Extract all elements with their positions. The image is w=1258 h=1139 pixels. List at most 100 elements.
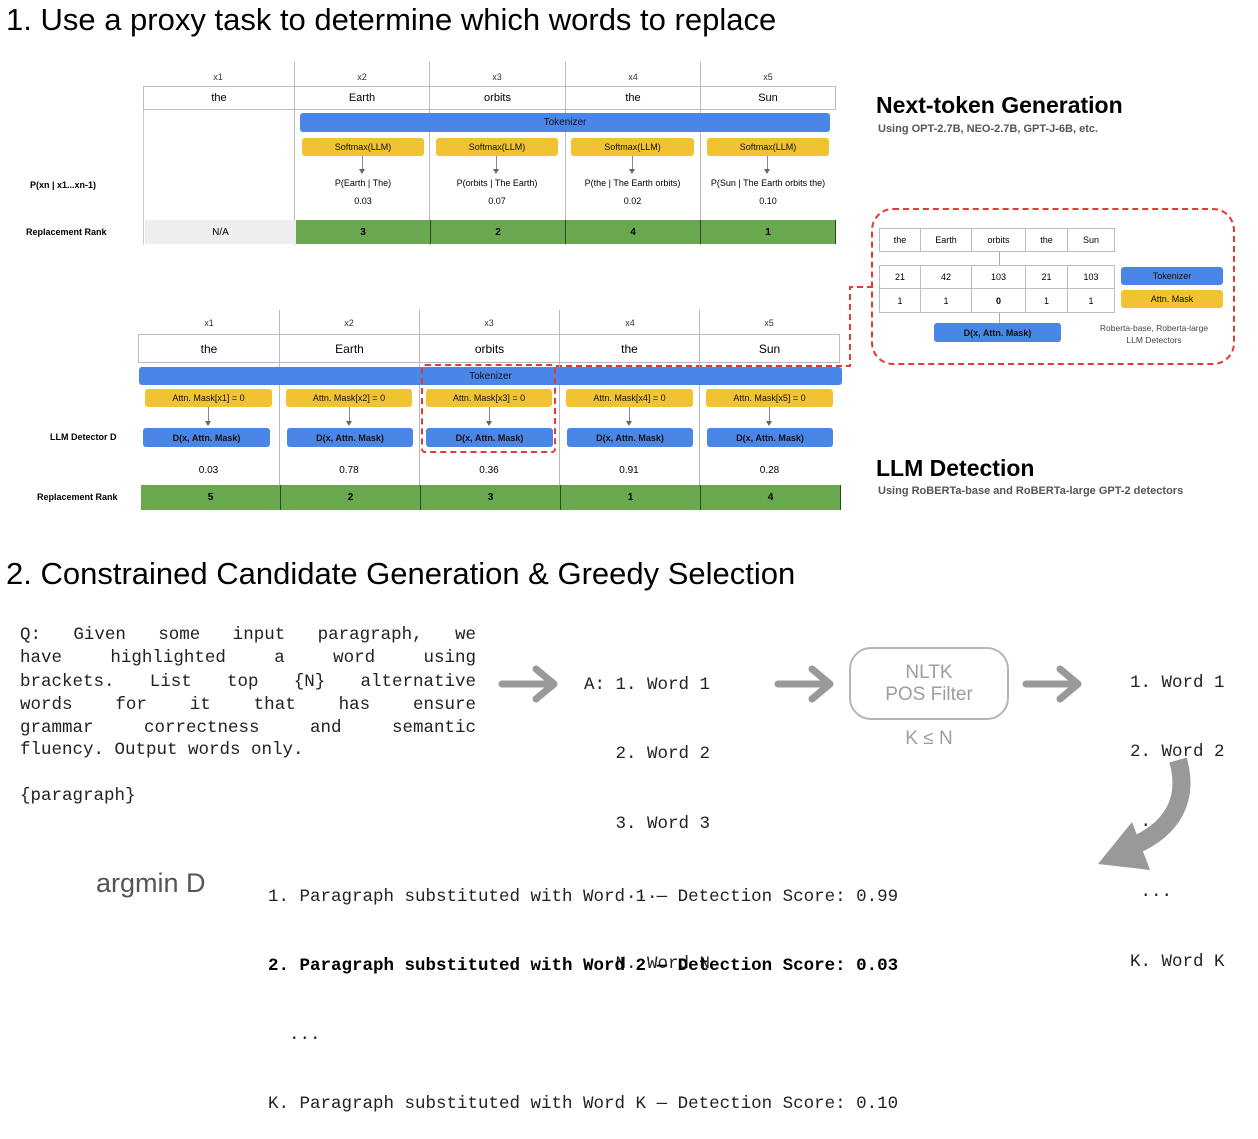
prob-expression: P(the | The Earth orbits) — [584, 178, 681, 188]
inset-connector — [555, 286, 873, 375]
word-cell: orbits — [429, 86, 566, 110]
inset-id-cell: 103 — [971, 265, 1026, 289]
rank-row-label: Replacement Rank — [37, 492, 118, 502]
prompt-line: words for it that has ensure — [20, 694, 476, 715]
rank-cell: 3 — [421, 485, 561, 510]
inset-word-cell: Sun — [1067, 228, 1115, 252]
attn-mask-box: Attn. Mask[x4] = 0 — [566, 389, 693, 407]
inset-word-cell: the — [1025, 228, 1068, 252]
rank-cell: 2 — [431, 220, 566, 244]
x-label: x5 — [764, 318, 774, 328]
attn-mask-box: Attn. Mask[x2] = 0 — [286, 389, 412, 407]
rank-cell: 2 — [281, 485, 421, 510]
right-arrow-icon — [774, 665, 834, 703]
attn-mask-box: Attn. Mask[x1] = 0 — [145, 389, 272, 407]
x-label: x2 — [344, 318, 354, 328]
column-divider — [429, 62, 430, 245]
inset-note-line2: LLM Detectors — [1126, 335, 1182, 345]
softmax-box: Softmax(LLM) — [707, 138, 829, 156]
x-label: x1 — [204, 318, 214, 328]
inset-id-cell: 21 — [879, 265, 921, 289]
filtered-line: 1. Word 1 — [1130, 672, 1225, 693]
right-arrow-icon — [498, 665, 558, 703]
prompt-line: Q: Given some input paragraph, we — [20, 625, 476, 645]
highlight-x3 — [421, 364, 556, 453]
rank-cell: 3 — [296, 220, 431, 244]
word-cell: orbits — [419, 334, 560, 363]
column-divider — [279, 310, 280, 510]
column-divider — [700, 62, 701, 245]
word-cell: the — [565, 86, 701, 110]
x-label: x3 — [484, 318, 494, 328]
rank-row-label: Replacement Rank — [26, 227, 107, 237]
inset-tokenizer-label: Tokenizer — [1121, 267, 1223, 285]
prob-value: 0.03 — [354, 196, 372, 206]
right-arrow-icon — [1022, 665, 1082, 703]
rank-na-cell: N/A — [145, 220, 296, 244]
rank-cell: 1 — [561, 485, 701, 510]
answer-line: ... — [584, 884, 658, 905]
attn-mask-box: Attn. Mask[x5] = 0 — [706, 389, 833, 407]
inset-attn-mask-label: Attn. Mask — [1121, 290, 1223, 308]
word-cell: the — [138, 334, 280, 363]
rank-cell: 1 — [701, 220, 836, 244]
inset-note-line1: Roberta-base, Roberta-large — [1099, 323, 1209, 333]
result-line: 1. Paragraph substituted with Word 1 — D… — [268, 887, 899, 907]
section1-title: 1. Use a proxy task to determine which w… — [6, 2, 777, 37]
filtered-line: K. Word K — [1130, 952, 1225, 973]
prompt-line: have highlighted a word using — [20, 648, 476, 669]
word-cell: Earth — [279, 334, 420, 363]
prob-value: 0.10 — [759, 196, 777, 206]
rank-cell: 5 — [141, 485, 281, 510]
llm-detection-subtitle: Using RoBERTa-base and RoBERTa-large GPT… — [878, 485, 1184, 497]
pos-filter-box: NLTK POS Filter — [849, 647, 1009, 720]
prompt-line: brackets. List top {N} alternative — [20, 671, 476, 692]
inset-id-cell: 21 — [1025, 265, 1068, 289]
answer-line: 2. Word 2 — [584, 744, 711, 765]
answer-line: A: 1. Word 1 — [584, 674, 711, 695]
pos-filter-caption: K ≤ N — [905, 728, 953, 749]
word-cell: Sun — [700, 86, 836, 110]
filtered-line: ... — [1130, 882, 1173, 903]
inset-mask-cell: 0 — [971, 288, 1026, 313]
prompt-last-line: fluency. Output words only. — [20, 740, 304, 760]
x-label: x2 — [357, 72, 367, 82]
detector-score: 0.28 — [759, 465, 780, 476]
x-label: x1 — [213, 72, 223, 82]
curved-arrow-icon — [1098, 757, 1191, 870]
softmax-box: Softmax(LLM) — [571, 138, 694, 156]
detector-score: 0.36 — [479, 465, 499, 476]
detector-box: D(x, Attn. Mask) — [707, 428, 833, 447]
inset-word-cell: Earth — [920, 228, 972, 252]
column-divider — [559, 310, 560, 510]
column-divider — [419, 310, 420, 510]
detector-box: D(x, Attn. Mask) — [287, 428, 413, 447]
column-divider — [294, 62, 295, 245]
prompt-text: Q: Given some input paragraph, we have h… — [20, 624, 476, 740]
inset-mask-cell: 1 — [920, 288, 972, 313]
inset-id-cell: 103 — [1067, 265, 1115, 289]
detector-score: 0.03 — [198, 465, 219, 476]
pos-filter-line2: POS Filter — [885, 683, 973, 705]
result-line: K. Paragraph substituted with Word K — D… — [268, 1094, 899, 1114]
word-cell: Sun — [699, 334, 840, 363]
prob-row-label: P(xn | x1...xn-1) — [30, 180, 97, 190]
inset-word-cell: orbits — [971, 228, 1026, 252]
detector-score: 0.78 — [339, 465, 359, 476]
detector-row-label: LLM Detector D — [50, 432, 117, 442]
detector-box: D(x, Attn. Mask) — [426, 428, 553, 447]
softmax-box: Softmax(LLM) — [436, 138, 558, 156]
softmax-box: Softmax(LLM) — [302, 138, 424, 156]
section2-title: 2. Constrained Candidate Generation & Gr… — [6, 556, 796, 591]
column-divider — [699, 310, 700, 510]
results-list: 1. Paragraph substituted with Word 1 — D… — [268, 840, 898, 1139]
argmin-label: argmin D — [96, 868, 206, 898]
answer-line: 3. Word 3 — [584, 814, 711, 835]
inset-mask-cell: 1 — [879, 288, 921, 313]
word-cell: Earth — [294, 86, 430, 110]
prob-value: 0.07 — [488, 196, 506, 206]
x-label: x4 — [625, 318, 635, 328]
x-label: x3 — [492, 72, 502, 82]
column-divider — [565, 62, 566, 245]
inset-mask-cell: 1 — [1067, 288, 1115, 313]
